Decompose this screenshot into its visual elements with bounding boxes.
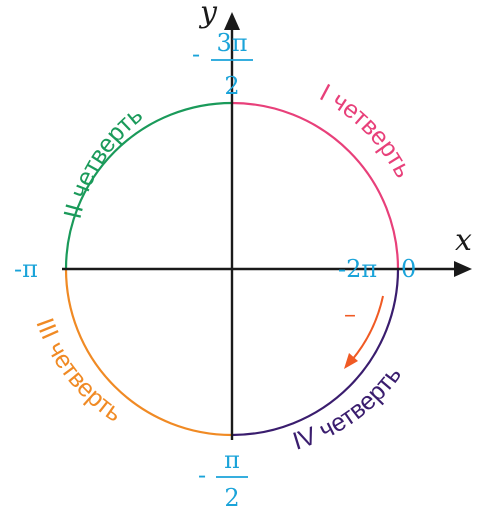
arc-quarter-4 <box>231 268 400 437</box>
tick-top-denominator: 2 <box>224 72 239 100</box>
y-axis-arrowhead <box>224 12 240 30</box>
x-axis-arrowhead <box>454 261 472 277</box>
quarter-label-1: I четверть <box>315 79 417 183</box>
tick-bottom-numerator: π <box>224 446 240 474</box>
tick-right-inner: -2π <box>338 255 377 283</box>
arc-quarter-2 <box>64 101 233 270</box>
tick-bottom-sign: - <box>198 461 206 489</box>
quarter-label-4: IV четверть <box>289 361 407 456</box>
tick-top-numerator: 3π <box>216 29 247 57</box>
arc-quarter-3 <box>64 268 233 437</box>
tick-left: -π <box>14 255 38 283</box>
tick-bottom-denominator: 2 <box>224 484 239 512</box>
quarter-label-2: II четверть <box>59 101 148 222</box>
tick-top-sign: - <box>192 40 200 68</box>
y-axis-label: y <box>198 0 218 30</box>
direction-sign: – <box>344 300 356 328</box>
x-axis-label: x <box>455 223 472 258</box>
tick-right-outer: 0 <box>401 255 416 283</box>
direction-arrowhead <box>344 353 358 369</box>
arc-quarter-1 <box>231 101 400 270</box>
direction-arrow <box>351 295 384 361</box>
